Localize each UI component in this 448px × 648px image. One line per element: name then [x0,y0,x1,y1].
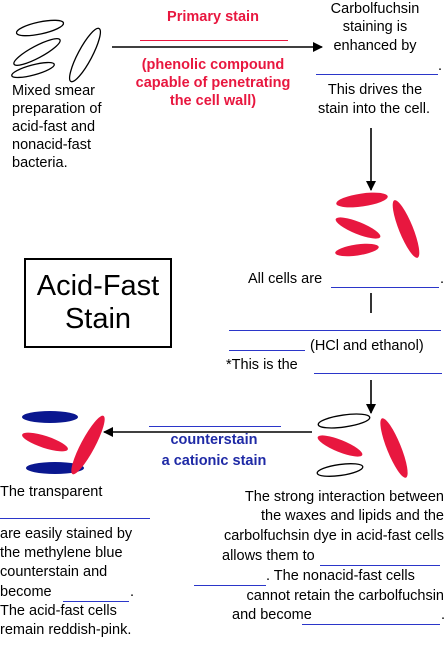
left-text-line-2: are easily stained by [0,526,133,542]
smear-caption-line: Mixed smear [12,83,95,99]
left-text-line-7: remain reddish-pink. [0,622,132,638]
counterstain-line-1: counterstain [170,432,258,448]
right-text-line-3: carbolfuchsin dye in acid-fast cells [223,528,444,544]
right-text-line-4: allows them to [222,548,315,564]
right-text-line-6: cannot retain the carbolfuchsin [246,588,445,604]
smear-caption-line: preparation of [12,101,102,117]
right-blank-2 [194,585,266,586]
decolorizer-this-is: *This is the [226,357,298,373]
right-text-line-1: The strong interaction between [244,489,444,505]
counterstained-cells-icon [22,411,105,475]
left-text-line-3: the methylene blue [0,545,123,561]
right-text-line-7: and become [232,607,312,623]
all-cells-text: All cells are [248,271,323,287]
right-blank-1 [320,565,440,566]
carbol-line-3: enhanced by [333,38,417,54]
right-text-line-2: the waxes and lipids and the [261,508,444,524]
right-blank-3 [302,624,440,625]
left-blank-2 [63,601,129,602]
carbol-line-2: staining is [342,19,408,35]
left-text-line-4: counterstain and [0,564,108,580]
decolorizer-blank-1 [229,330,441,331]
smear-caption-line: bacteria. [12,155,68,171]
primary-stain-detail-3: the cell wall) [169,93,257,109]
left-text-line-5: become [0,584,52,600]
primary-stain-detail-1: (phenolic compound [141,57,285,73]
counterstain-line-2: a cationic stain [161,453,267,469]
carbol-blank [316,74,438,75]
decolorized-cells-icon [316,413,408,478]
left-text-line-6: The acid-fast cells [0,603,117,619]
left-blank-1 [0,518,150,519]
left-text-line-5-end: . [130,584,135,600]
decolorizer-blank-2 [229,350,305,351]
title-line-2: Stain [64,303,132,335]
counterstain-blank [149,426,281,427]
unstained-cells-icon [11,19,102,83]
carbol-line-4: This drives the [327,82,423,98]
primary-stain-detail-2: capable of penetrating [135,75,291,91]
smear-caption-line: acid-fast and [12,119,96,135]
right-text-line-7-end: . [441,607,446,623]
primary-stain-title: Primary stain [167,9,259,25]
primary-stain-blank [140,40,288,41]
carbol-line-1: Carbolfuchsin [330,1,420,17]
all-cells-blank [331,287,439,288]
right-text-line-5-end: . The nonacid-fast cells [266,568,415,584]
all-cells-period: . [440,271,445,287]
smear-caption-line: nonacid-fast [12,137,91,153]
carbol-line-5: stain into the cell. [317,101,431,117]
decolorizer-blank-3 [314,373,442,374]
carbol-period: . [438,58,443,74]
left-text-line-1: The transparent [0,484,103,500]
title-box: Acid-Fast Stain [24,258,172,348]
red-stained-cells-icon [335,192,420,258]
title-line-1: Acid-Fast [36,270,160,302]
decolorizer-reagent: (HCl and ethanol) [310,338,424,354]
